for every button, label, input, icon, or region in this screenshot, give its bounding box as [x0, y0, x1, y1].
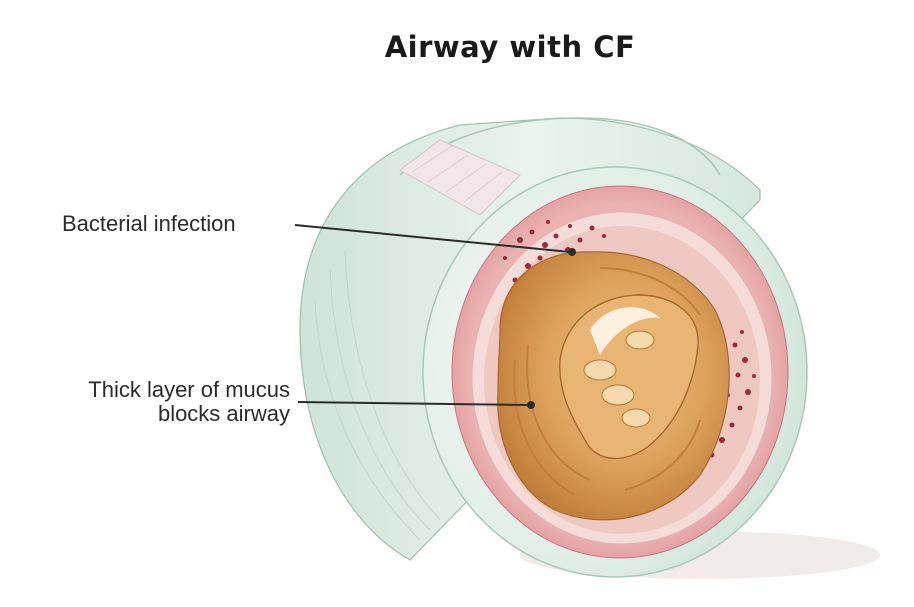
lumen-highlight — [590, 307, 660, 355]
leader-dot-bacterial — [568, 248, 576, 256]
leader-line-mucus — [297, 401, 531, 406]
leader-dot-mucus — [527, 401, 535, 409]
label-mucus-line1: Thick layer of mucus — [88, 377, 290, 402]
label-bacterial-infection: Bacterial infection — [62, 211, 236, 236]
mucus-folds — [513, 267, 701, 496]
label-mucus: Thick layer of mucus blocks airway — [88, 378, 290, 426]
lumen-ridges — [583, 330, 655, 428]
wall-texture — [314, 249, 441, 541]
diagram-title: Airway with CF — [384, 30, 636, 64]
leader-line-bacterial — [294, 224, 571, 253]
label-mucus-line2: blocks airway — [157, 401, 290, 426]
cartilage-stripes — [411, 145, 503, 203]
airway-cartilage-ring — [399, 139, 521, 216]
